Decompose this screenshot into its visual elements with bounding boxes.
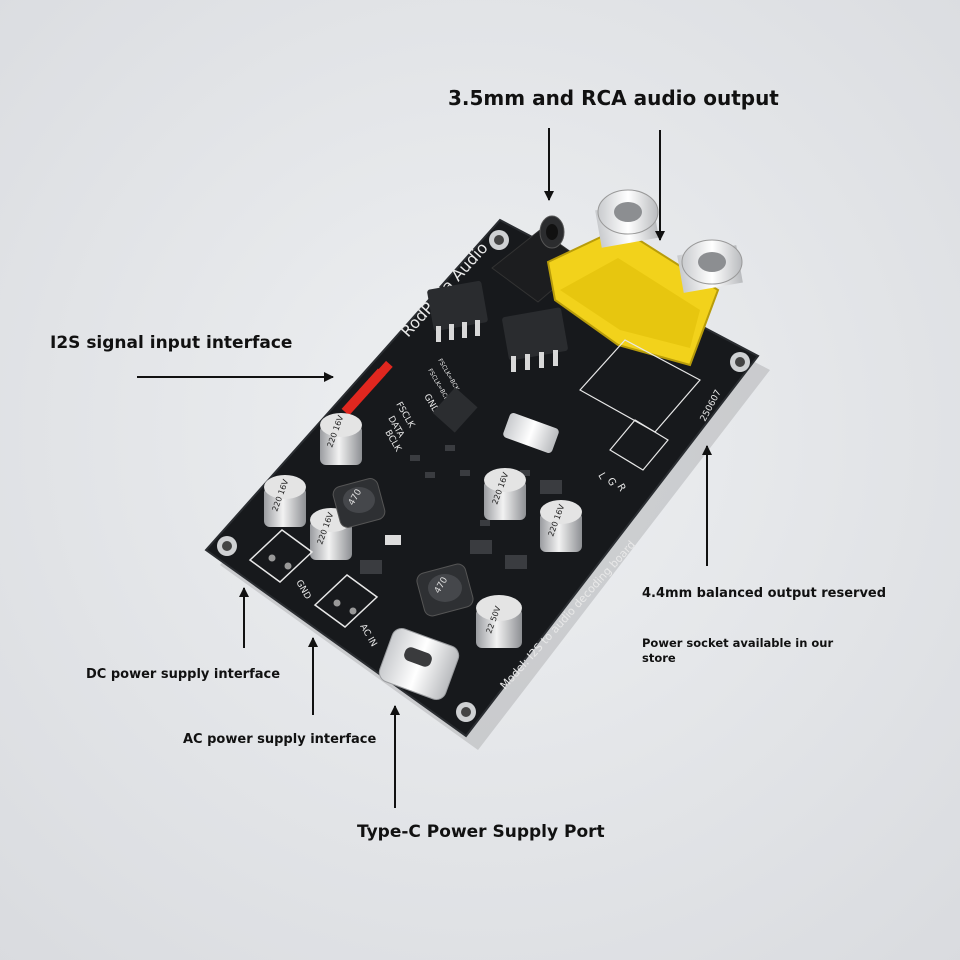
callout-arrows — [137, 128, 712, 808]
callout-power-socket-note: Power socket available in our store — [642, 636, 834, 665]
i2s-header-pins — [341, 360, 393, 416]
crystal-oscillator — [503, 413, 559, 453]
type-c-port — [378, 628, 460, 700]
callout-i2s-input: I2S signal input interface — [50, 333, 293, 353]
callout-ac-power: AC power supply interface — [183, 732, 377, 747]
opamp-chip-2 — [502, 307, 568, 372]
dac-chip — [432, 387, 478, 433]
smd-components — [360, 445, 562, 574]
rca-output-connectors — [546, 189, 743, 367]
capacitor-5: 220 16V — [540, 500, 582, 552]
power-inductor-1: 470 — [332, 478, 386, 528]
capacitor-6: 22 50V — [476, 595, 522, 648]
electrolytic-capacitors: 220 16V 220 16V 220 16V 220 16V 220 16V … — [264, 413, 582, 648]
callout-typec-port: Type-C Power Supply Port — [357, 822, 605, 842]
capacitor-4: 220 16V — [484, 468, 526, 520]
callout-balanced-output: 4.4mm balanced output reserved — [642, 586, 887, 601]
dc-power-terminal — [248, 529, 314, 583]
opamp-chip-1 — [427, 280, 488, 342]
mounting-holes — [217, 230, 750, 722]
callout-audio-output: 3.5mm and RCA audio output — [448, 86, 779, 110]
power-inductor-2: 470 — [416, 563, 474, 617]
callout-dc-power: DC power supply interface — [86, 667, 281, 682]
balanced-output-footprint — [579, 339, 701, 471]
output-label-l: L — [595, 471, 608, 482]
capacitor-1: 220 16V — [320, 413, 362, 465]
capacitor-2: 220 16V — [264, 475, 306, 527]
ac-power-terminal — [313, 574, 379, 628]
output-label-r: R — [614, 482, 627, 494]
